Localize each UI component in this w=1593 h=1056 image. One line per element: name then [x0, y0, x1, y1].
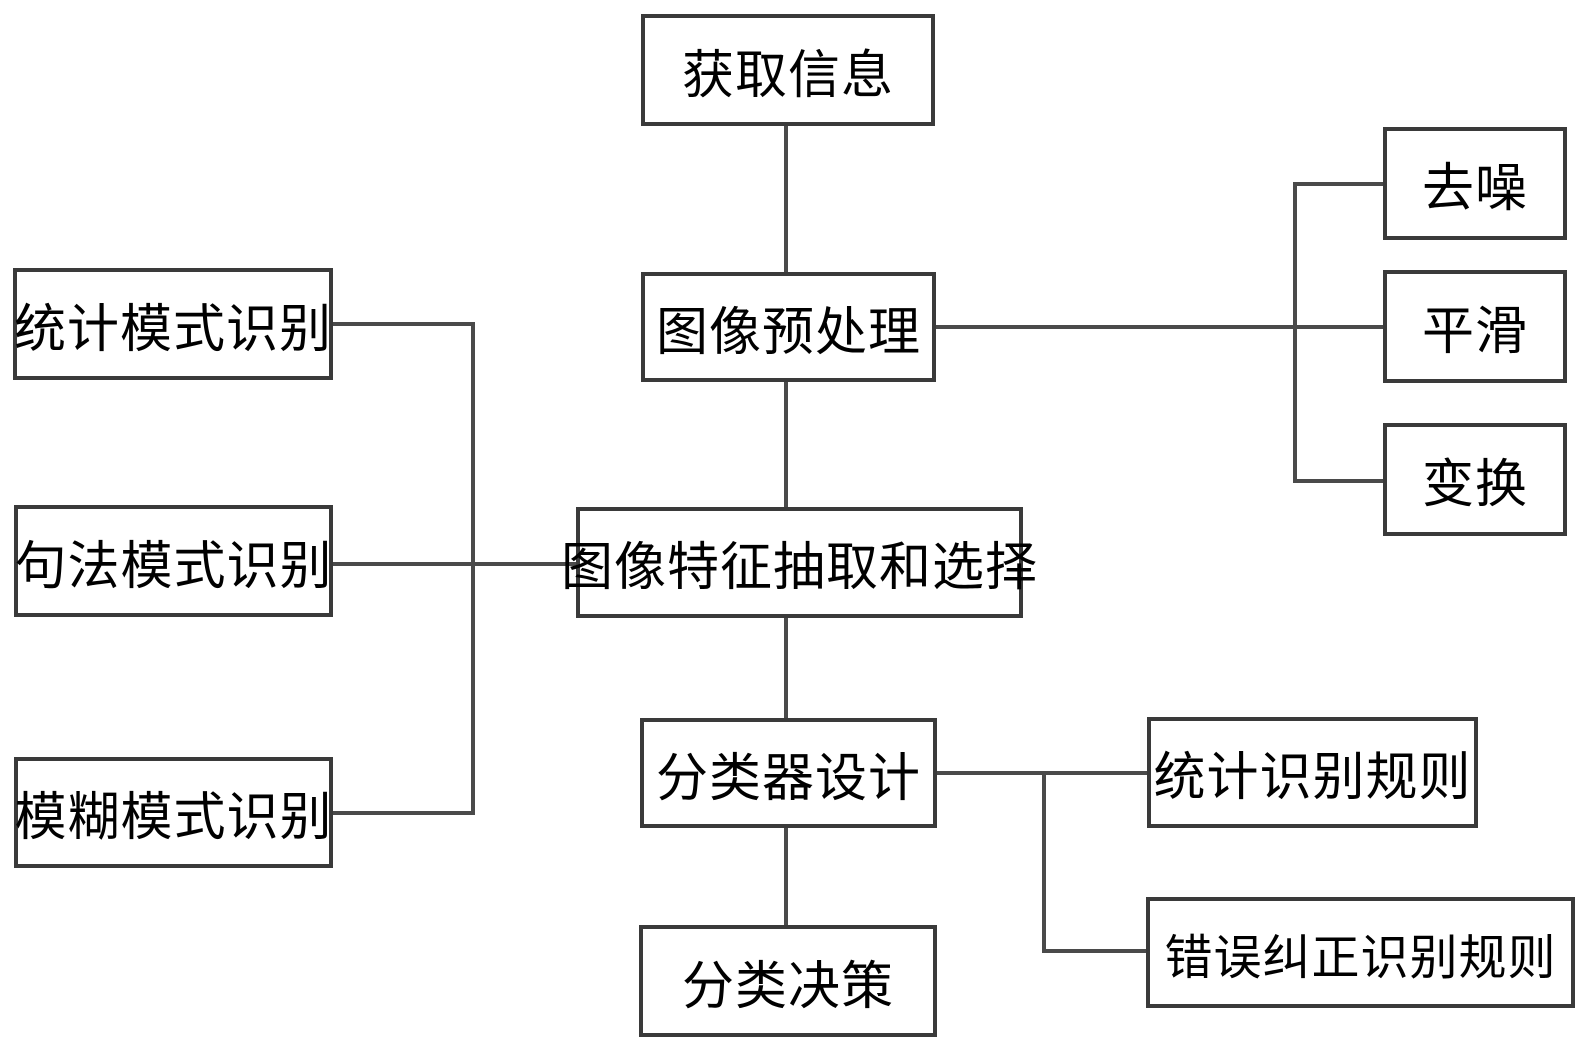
- connector-acquire-to-preprocess: [784, 126, 788, 273]
- connector-feature-to-classifier: [784, 618, 788, 719]
- node-smooth-label: 平滑: [1421, 303, 1528, 361]
- node-transform: 变换: [1383, 423, 1567, 536]
- node-smooth: 平滑: [1383, 270, 1567, 383]
- node-classification-decision-label: 分类决策: [681, 957, 894, 1016]
- connector-branch-to-denoise: [1293, 182, 1383, 186]
- connector-preprocess-to-feature: [784, 382, 788, 508]
- node-syntactic-pattern-label: 句法模式识别: [14, 537, 333, 596]
- connector-left-branch-vertical: [471, 322, 475, 815]
- node-statistical-pattern-label: 统计模式识别: [14, 300, 333, 359]
- connector-right-branch-vertical: [1293, 182, 1297, 483]
- node-denoise-label: 去噪: [1421, 160, 1528, 218]
- node-feature-extraction: 图像特征抽取和选择: [561, 507, 1037, 618]
- connector-fuzzy-pattern-to-branch: [333, 811, 474, 815]
- connector-statistical-pattern-to-branch: [333, 322, 474, 326]
- node-error-correction-rules-label: 错误纠正识别规则: [1164, 931, 1557, 985]
- node-image-preprocess: 图像预处理: [641, 272, 936, 382]
- connector-syntactic-pattern-to-feature: [333, 562, 576, 566]
- node-classification-decision: 分类决策: [639, 925, 937, 1037]
- connector-preprocess-to-smooth: [936, 325, 1383, 329]
- node-feature-extraction-label: 图像特征抽取和选择: [561, 539, 1039, 597]
- node-statistical-rules-label: 统计识别规则: [1153, 749, 1472, 807]
- node-acquire-info: 获取信息: [641, 14, 935, 126]
- node-image-preprocess-label: 图像预处理: [655, 303, 921, 362]
- connector-branch-to-transform: [1293, 479, 1383, 483]
- node-syntactic-pattern: 句法模式识别: [14, 505, 333, 617]
- node-error-correction-rules: 错误纠正识别规则: [1146, 897, 1575, 1008]
- node-statistical-pattern: 统计模式识别: [13, 268, 333, 380]
- node-acquire-info-label: 获取信息: [681, 46, 894, 105]
- node-denoise: 去噪: [1383, 127, 1567, 240]
- node-fuzzy-pattern-label: 模糊模式识别: [14, 789, 333, 847]
- node-transform-label: 变换: [1421, 456, 1528, 514]
- node-classifier-design: 分类器设计: [640, 718, 937, 828]
- node-statistical-rules: 统计识别规则: [1147, 717, 1478, 828]
- node-fuzzy-pattern: 模糊模式识别: [14, 757, 333, 868]
- node-classifier-design-label: 分类器设计: [655, 749, 921, 808]
- connector-branch-to-error-correction-rules: [1042, 949, 1146, 953]
- connector-rules-branch-vertical: [1042, 771, 1046, 953]
- connector-classifier-to-decision: [784, 828, 788, 926]
